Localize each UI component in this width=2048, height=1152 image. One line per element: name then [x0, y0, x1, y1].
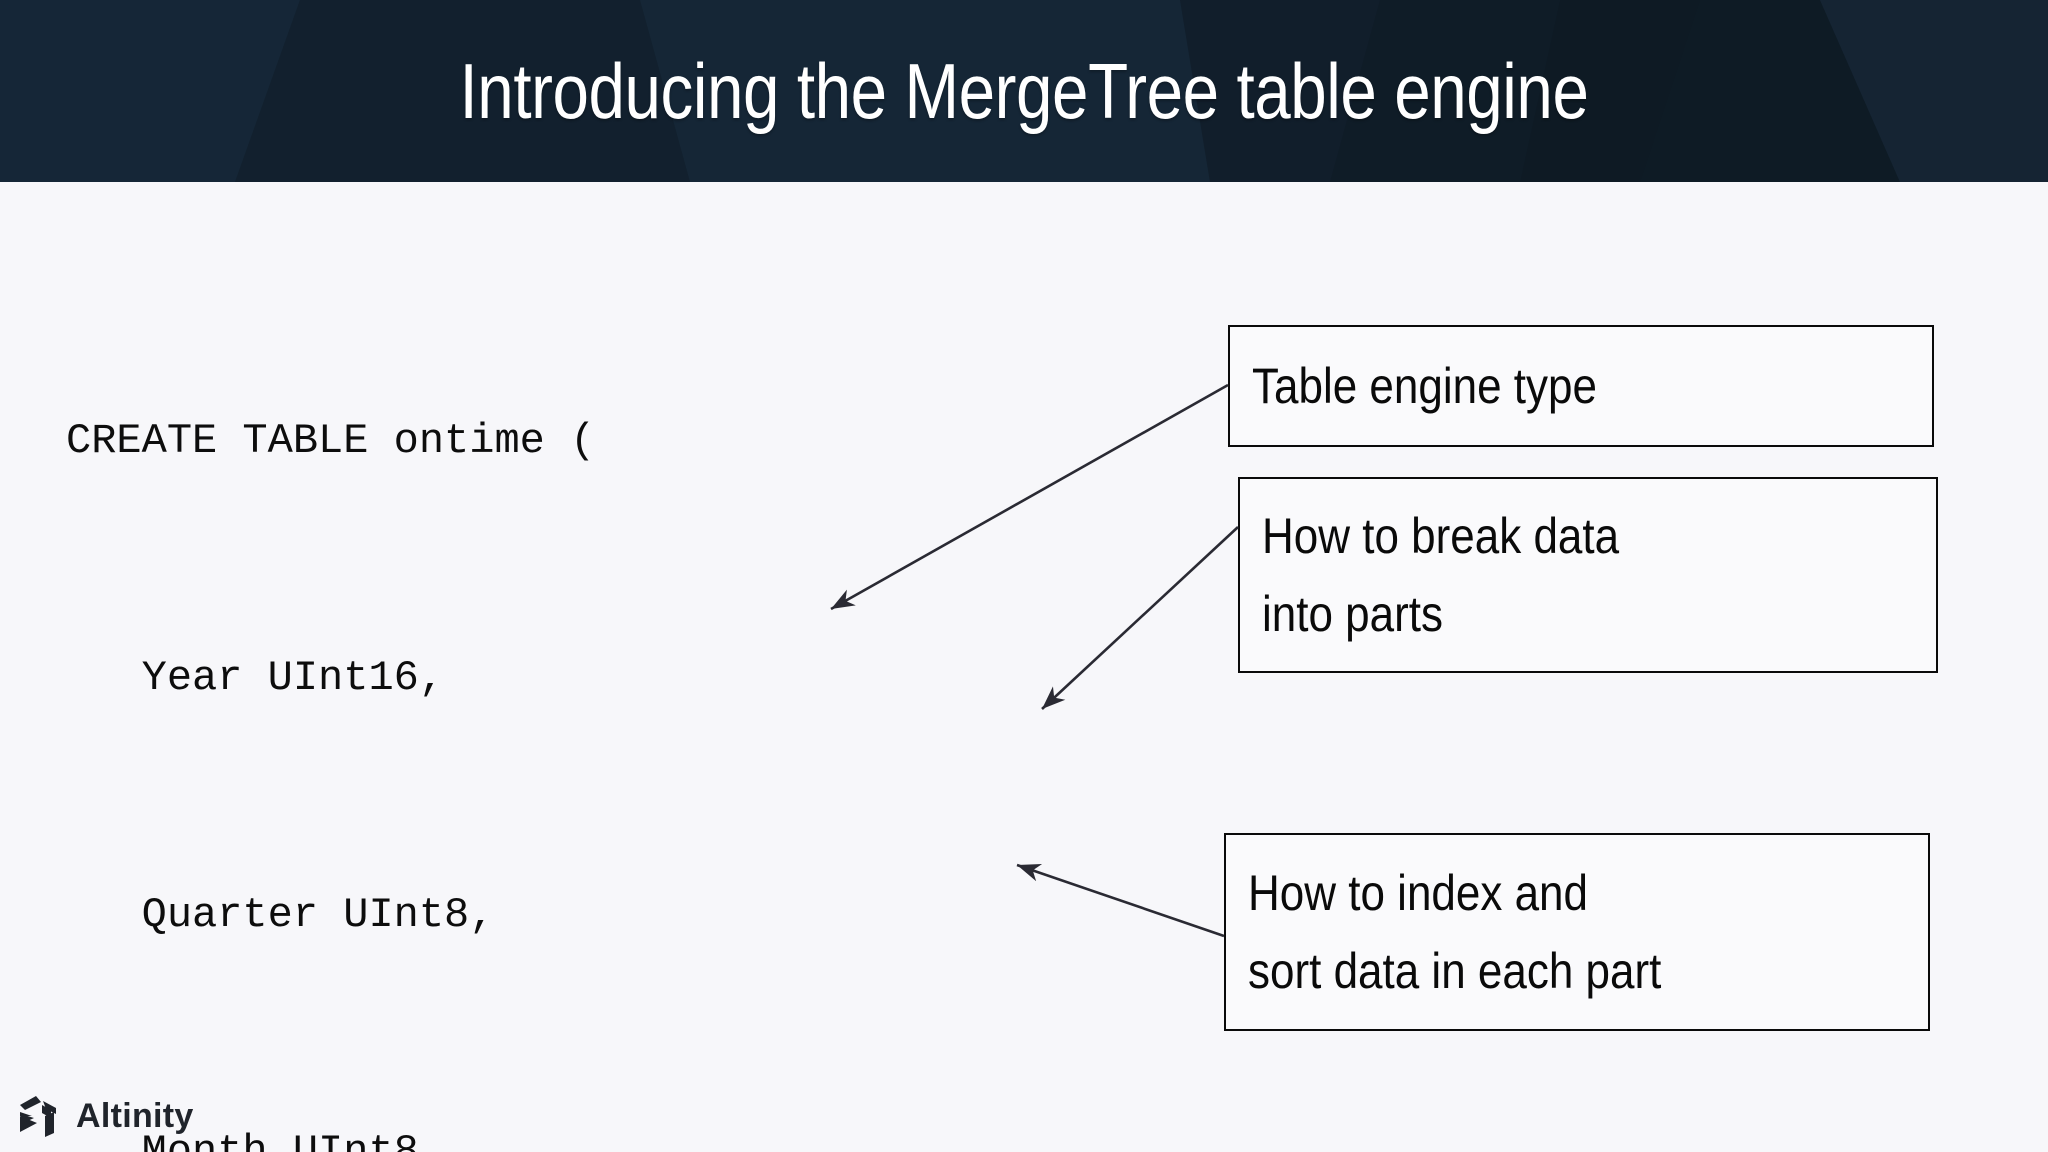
slide-header: Introducing the MergeTree table engine: [0, 0, 2048, 182]
altinity-logo-icon: [20, 1096, 56, 1137]
callout-line: How to break data: [1262, 508, 1620, 564]
callout-line: How to index and: [1248, 865, 1588, 921]
arrow-to-partition: [1041, 526, 1239, 710]
header-polygon-decoration: [0, 0, 2048, 182]
brand-logo: Altinity: [14, 1092, 194, 1140]
code-line: CREATE TABLE ontime (: [66, 417, 596, 465]
sql-code-block: CREATE TABLE ontime ( Year UInt16, Quart…: [66, 244, 940, 1152]
callout-line: Table engine type: [1252, 358, 1597, 414]
page-title: Introducing the MergeTree table engine: [459, 46, 1589, 135]
code-line: Month UInt8,: [66, 1128, 445, 1152]
callout-how-to-index-sort: How to index and sort data in each part: [1224, 833, 1930, 1031]
code-line: Quarter UInt8,: [66, 891, 495, 939]
brand-name: Altinity: [76, 1096, 194, 1135]
code-line: Year UInt16,: [66, 654, 445, 702]
arrow-to-order: [1016, 863, 1225, 938]
callout-how-to-break-data: How to break data into parts: [1238, 477, 1938, 673]
callout-line: sort data in each part: [1248, 943, 1662, 999]
callout-table-engine-type: Table engine type: [1228, 325, 1934, 447]
callout-line: into parts: [1262, 586, 1443, 642]
